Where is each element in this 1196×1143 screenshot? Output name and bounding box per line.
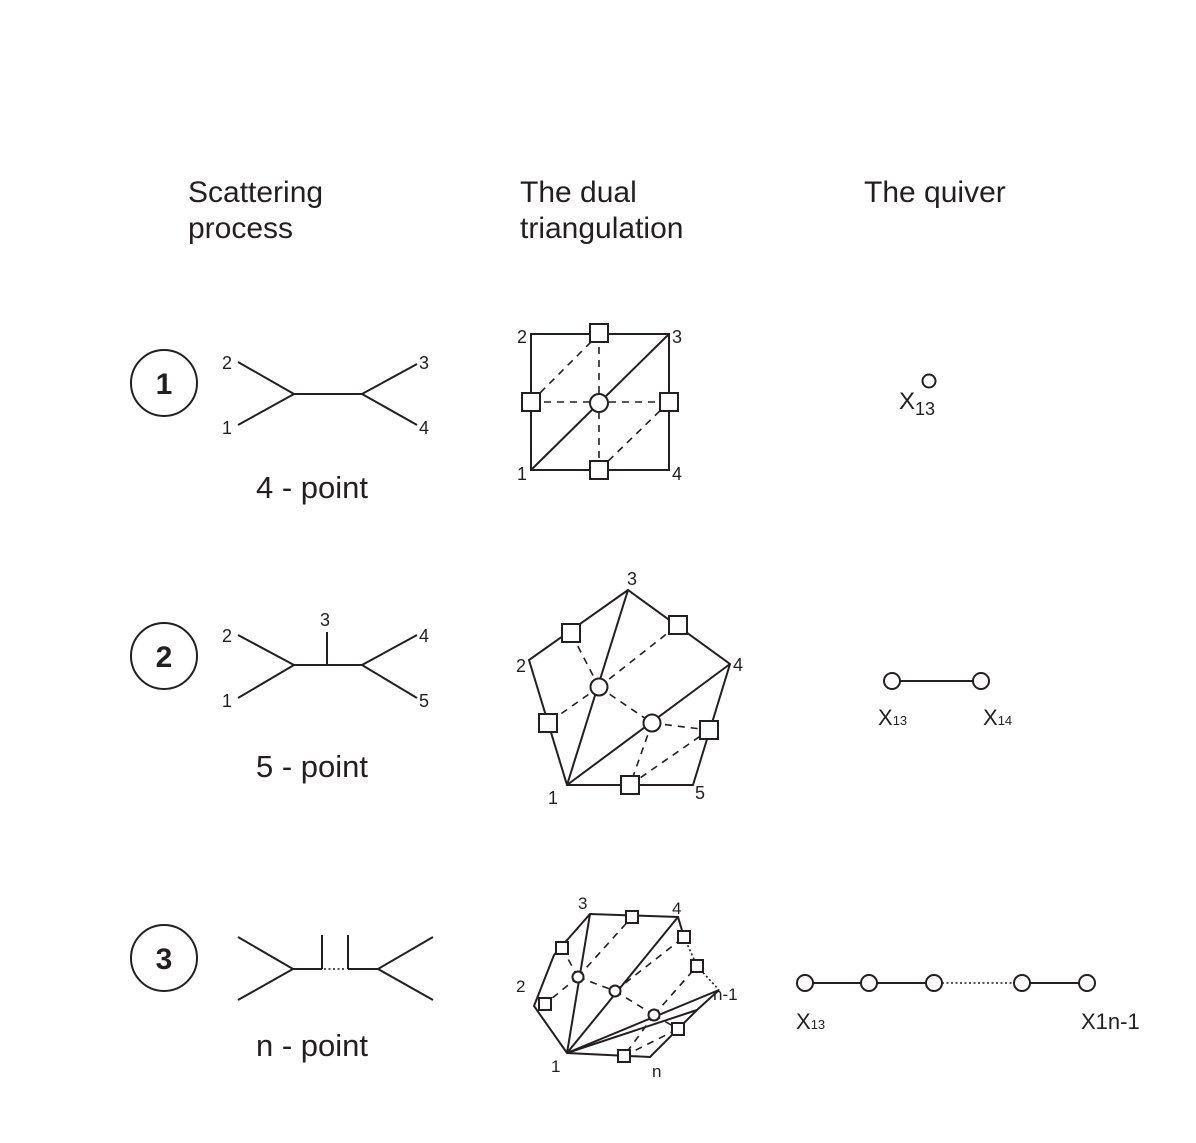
leg-label-4: 4 <box>419 626 429 646</box>
quiver-label-x13: X13 <box>899 388 935 419</box>
scattering-diagram-5-point: 2 1 3 4 5 <box>222 610 429 711</box>
vertex-label-2: 2 <box>516 977 525 996</box>
dual-node-circle <box>589 393 609 413</box>
vertex-label-3: 3 <box>578 894 587 913</box>
quiver-row-3: X13 X1n-1 <box>796 974 1140 1034</box>
vertex-label-5: 5 <box>695 783 705 803</box>
dual-node-square <box>677 930 691 944</box>
quiver-row-1: X13 <box>899 373 937 419</box>
dual-node-circle <box>571 970 585 984</box>
quiver-node <box>860 974 878 992</box>
caption-n-point: n - point <box>256 1028 369 1063</box>
vertex-label-n-1: n-1 <box>713 985 738 1004</box>
dual-node-square <box>589 460 609 480</box>
vertex-label-3: 3 <box>672 327 682 347</box>
leg-label-5: 5 <box>419 691 429 711</box>
header-scattering-process: Scattering process <box>188 176 324 245</box>
badge-3: 3 <box>130 924 198 992</box>
quiver-node <box>925 974 943 992</box>
leg-label-2: 2 <box>222 353 232 373</box>
vertex-label-1: 1 <box>551 1057 560 1076</box>
dual-node-square <box>561 623 581 643</box>
dual-node-square <box>625 910 639 924</box>
vertex-label-n: n <box>652 1062 661 1081</box>
dual-node-square <box>538 997 552 1011</box>
dual-node-square <box>699 720 719 740</box>
vertex-label-3: 3 <box>627 569 637 589</box>
vertex-label-1: 1 <box>517 464 527 484</box>
leg-label-1: 1 <box>222 691 232 711</box>
caption-5-point: 5 - point <box>256 749 369 784</box>
dual-node-square <box>659 392 679 412</box>
quiver-label-x14: X14 <box>983 705 1012 730</box>
header-quiver: The quiver <box>864 176 1006 209</box>
dual-node-square <box>690 959 704 973</box>
badge-1-label: 1 <box>156 368 173 401</box>
quiver-node <box>1013 974 1031 992</box>
vertex-label-2: 2 <box>517 327 527 347</box>
leg-label-3: 3 <box>419 353 429 373</box>
quiver-node <box>921 373 937 389</box>
dual-node-circle <box>642 713 662 733</box>
caption-4-point: 4 - point <box>256 470 369 505</box>
vertex-label-2: 2 <box>516 656 526 676</box>
badge-2: 2 <box>130 622 198 690</box>
badge-1: 1 <box>130 349 198 417</box>
dual-node-square <box>617 1049 631 1063</box>
header-dual-triangulation: The dual triangulation <box>520 176 684 245</box>
dual-node-circle <box>647 1008 661 1022</box>
dual-node-circle <box>589 677 609 697</box>
triangulation-polygon-n: 3 4 2 n-1 1 n <box>516 894 738 1081</box>
leg-label-4: 4 <box>419 418 429 438</box>
triangulation-pentagon: 3 2 4 1 5 <box>516 569 743 808</box>
quiver-node <box>883 672 901 690</box>
dual-node-square <box>620 775 640 795</box>
dual-node-square <box>589 323 609 343</box>
triangulation-square: 2 3 1 4 <box>517 323 682 484</box>
quiver-node <box>796 974 814 992</box>
vertex-label-1: 1 <box>548 788 558 808</box>
quiver-row-2: X13 X14 <box>878 672 1012 730</box>
quiver-label-x13: X13 <box>796 1009 825 1034</box>
quiver-node <box>972 672 990 690</box>
dual-node-square <box>555 941 569 955</box>
dual-node-square <box>538 713 558 733</box>
leg-label-1: 1 <box>222 418 232 438</box>
quiver-label-x1n-1: X1n-1 <box>1081 1009 1140 1034</box>
scattering-diagram-n-point <box>237 935 434 1001</box>
dual-node-square <box>671 1022 685 1036</box>
leg-label-2: 2 <box>222 626 232 646</box>
quiver-label-x13: X13 <box>878 705 907 730</box>
badge-3-label: 3 <box>156 943 173 976</box>
scattering-diagram-4-point: 2 1 3 4 <box>222 353 429 438</box>
leg-label-3: 3 <box>320 610 330 630</box>
quiver-node <box>1078 974 1096 992</box>
badge-2-label: 2 <box>156 641 173 674</box>
dual-node-circle <box>608 984 622 998</box>
dual-node-square <box>668 615 688 635</box>
dual-node-square <box>521 392 541 412</box>
vertex-label-4: 4 <box>672 899 681 918</box>
vertex-label-4: 4 <box>733 655 743 675</box>
vertex-label-4: 4 <box>672 464 682 484</box>
